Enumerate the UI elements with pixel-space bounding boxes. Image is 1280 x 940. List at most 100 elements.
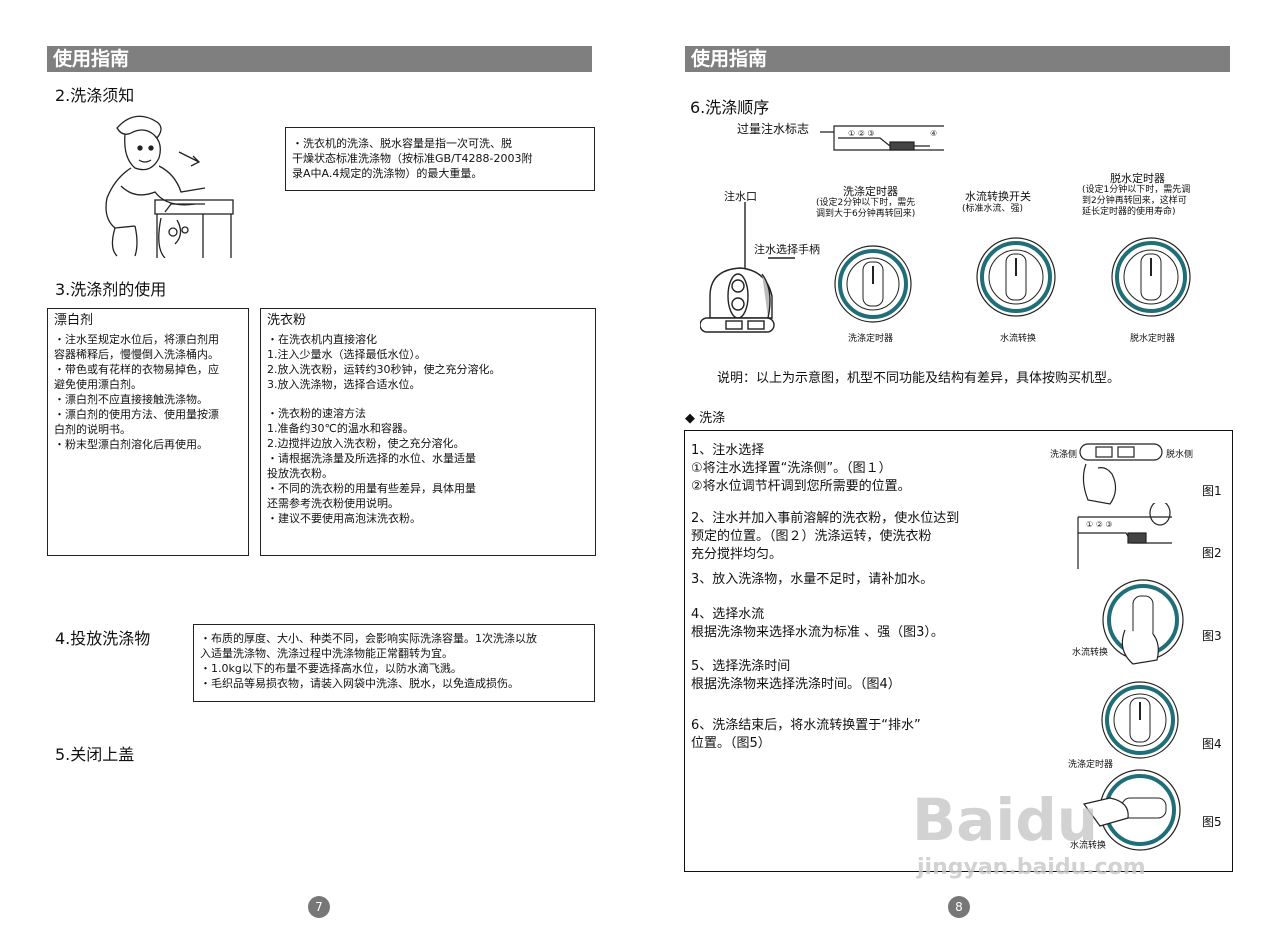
section-5-title: 5.关闭上盖 [55,745,135,764]
fig3-water-switch-diagram [1102,579,1184,665]
load-laundry-note: ・布质的厚度、大小、种类不同，会影响实际洗涤容量。1次洗涤以放 入适量洗涤物、洗… [193,624,595,702]
powder-line: ・请根据洗涤量及所选择的水位、水量适量 [267,452,476,465]
page-number-left: 7 [308,896,330,918]
bleach-line: ・漂白剂的使用方法、使用量按漂 [54,408,219,421]
step-line: 3、放入洗涤物，水量不足时，请补加水。 [691,572,934,587]
step-line: 5、选择洗涤时间 [691,659,791,674]
spin-timer-note-line: (设定1分钟以下时，需先调 [1082,185,1191,195]
washing-capacity-note: ・洗衣机的洗涤、脱水容量是指一次可洗、脱 干燥状态标准洗涤物（按标准GB/T42… [285,127,595,191]
water-switch-caption: 水流转换 [1000,334,1037,344]
bleach-box: 漂白剂 ・注水至规定水位后，将漂白剂用 容器稀释后，慢慢倒入洗涤桶内。 ・带色或… [47,308,249,556]
svg-text:① ② ③: ① ② ③ [848,129,875,138]
water-inlet-diagram [700,202,795,333]
step-line: ①将注水选择置“洗涤侧”。（图１） [691,461,892,476]
bleach-line: ・带色或有花样的衣物易掉色，应 [54,363,219,376]
wash-step-5: 5、选择洗涤时间 根据洗涤物来选择洗涤时间。（图4） [691,658,901,694]
inlet-handle-label: 注水选择手柄 [754,243,820,256]
step-line: 位置。（图5） [691,736,771,751]
page-header-right: 使用指南 [685,46,1230,72]
fig1-inlet-selector-diagram [1079,443,1163,505]
fig1-spin-side-label: 脱水侧 [1166,450,1194,460]
overflow-mark-diagram: ① ② ③ ④ [820,125,944,151]
bleach-title: 漂白剂 [54,313,94,328]
load-line: ・布质的厚度、大小、种类不同，会影响实际洗涤容量。1次洗涤以放 [200,632,537,645]
wash-step-1: 1、注水选择 ①将注水选择置“洗涤侧”。（图１） ②将水位调节杆调到您所需要的位… [691,442,911,496]
step-line: 根据洗涤物来选择水流为标准 、强（图3）。 [691,625,944,640]
water-switch-knob[interactable] [975,236,1057,318]
powder-line: 投放洗衣粉。 [267,467,333,480]
powder-line: 1.注入少量水（选择最低水位）。 [267,348,426,361]
washing-powder-box: 洗衣粉 ・在洗衣机内直接溶化 1.注入少量水（选择最低水位）。 2.放入洗衣粉，… [260,308,596,556]
fig2-label: 图2 [1202,546,1222,560]
woman-washing-illustration [105,115,234,258]
wash-timer-note-line: (设定2分钟以下时，需先 [816,198,916,208]
bleach-line: 避免使用漂白剂。 [54,378,142,391]
water-switch-note: (标准水流、强) [962,204,1024,214]
baidu-watermark-url: jingyan.baidu.com [917,855,1146,880]
powder-line: 1.准备约30℃的温水和容器。 [267,422,414,435]
section-3-title: 3.洗涤剂的使用 [55,280,167,299]
fig1-label: 图1 [1202,484,1222,498]
wash-step-3: 3、放入洗涤物，水量不足时，请补加水。 [691,571,933,589]
spin-timer-note-line: 到2分钟再转回来，这样可 [1082,196,1187,206]
powder-line: 2.边搅拌边放入洗衣粉，使之充分溶化。 [267,437,465,450]
fig3-caption: 水流转换 [1072,648,1109,658]
note-line: 干燥状态标准洗涤物（按标准GB/T4288-2003附 [292,152,533,165]
wash-section-title: ◆ 洗涤 [685,411,726,426]
spin-timer-title: 脱水定时器 [1110,172,1165,185]
step-line: 充分搅拌均匀。 [691,547,783,562]
powder-line: 还需参考洗衣粉使用说明。 [267,497,399,510]
wash-timer-note-line: 调到大于6分钟再转回来) [816,209,916,219]
fig4-label: 图4 [1202,737,1222,751]
section-4-title: 4.投放洗涤物 [55,629,151,648]
note-line: 录A中A.4规定的洗涤物）的最大重量。 [292,167,483,180]
step-line: 预定的位置。（图２）洗涤运转，使洗衣粉 [691,529,932,544]
water-inlet-label: 注水口 [724,190,757,203]
wash-timer-knob[interactable] [833,244,913,324]
powder-line: 3.放入洗涤物，选择合适水位。 [267,378,421,391]
wash-steps-box [684,430,1233,872]
bleach-line: ・漂白剂不应直接接触洗涤物。 [54,393,208,406]
bleach-line: 容器稀释后，慢慢倒入洗涤桶内。 [54,348,219,361]
page-number-right: 8 [948,896,970,918]
powder-line: ・建议不要使用高泡沫洗衣粉。 [267,512,421,525]
wash-step-2: 2、注水并加入事前溶解的洗衣粉，使水位达到 预定的位置。（图２）洗涤运转，使洗衣… [691,510,959,564]
fig5-label: 图5 [1202,815,1222,829]
step-line: 6、洗涤结束后，将水流转换置于“排水” [691,718,921,733]
powder-line: ・不同的洗衣粉的用量有些差异，具体用量 [267,482,476,495]
step-line: 4、选择水流 [691,607,765,622]
wash-step-4: 4、选择水流 根据洗涤物来选择水流为标准 、强（图3）。 [691,606,944,642]
spin-timer-note-line: 延长定时器的使用寿命) [1082,207,1176,217]
section-6-title: 6.洗涤顺序 [690,98,770,117]
step-line: 1、注水选择 [691,443,765,458]
bleach-line: ・注水至规定水位后，将漂白剂用 [54,333,219,346]
diagram-explanation: 说明：以上为示意图，机型不同功能及结构有差异，具体按购买机型。 [717,371,1121,386]
water-switch-title: 水流转换开关 [965,190,1031,203]
baidu-watermark-logo: Baidu [912,786,1099,854]
svg-text:④: ④ [930,129,937,138]
wash-timer-note: (设定2分钟以下时，需先 调到大于6分钟再转回来) [816,198,915,220]
bleach-line: 白剂的说明书。 [54,423,131,436]
wash-step-6: 6、洗涤结束后，将水流转换置于“排水” 位置。（图5） [691,717,921,753]
step-line: 2、注水并加入事前溶解的洗衣粉，使水位达到 [691,511,960,526]
powder-line: ・在洗衣机内直接溶化 [267,333,377,346]
fig4-wash-timer-diagram [1101,681,1179,759]
load-line: 入适量洗涤物、洗涤过程中洗涤物能正常翻转为宜。 [200,647,453,660]
step-line: 根据洗涤物来选择洗涤时间。（图4） [691,677,901,692]
powder-line: ・洗衣粉的速溶方法 [267,407,366,420]
note-line: ・洗衣机的洗涤、脱水容量是指一次可洗、脱 [292,137,512,150]
fig5-caption: 水流转换 [1070,841,1107,851]
spin-timer-knob[interactable] [1110,236,1192,318]
step-line: ②将水位调节杆调到您所需要的位置。 [691,479,911,494]
load-line: ・1.0kg以下的布量不要选择高水位，以防水滴飞溅。 [200,662,462,675]
powder-title: 洗衣粉 [267,313,307,328]
wash-timer-title: 洗涤定时器 [843,185,898,198]
overflow-mark-label: 过量注水标志 [737,122,810,136]
load-line: ・毛织品等易损衣物，请装入网袋中洗涤、脱水，以免造成损伤。 [200,677,519,690]
wash-timer-caption: 洗涤定时器 [848,334,894,344]
spin-timer-caption: 脱水定时器 [1130,334,1176,344]
page-header-left: 使用指南 [47,46,592,72]
fig4-caption: 洗涤定时器 [1068,760,1114,770]
section-2-title: 2.洗涤须知 [55,86,135,105]
fig2-water-level-diagram: ① ② ③ [1077,503,1172,569]
